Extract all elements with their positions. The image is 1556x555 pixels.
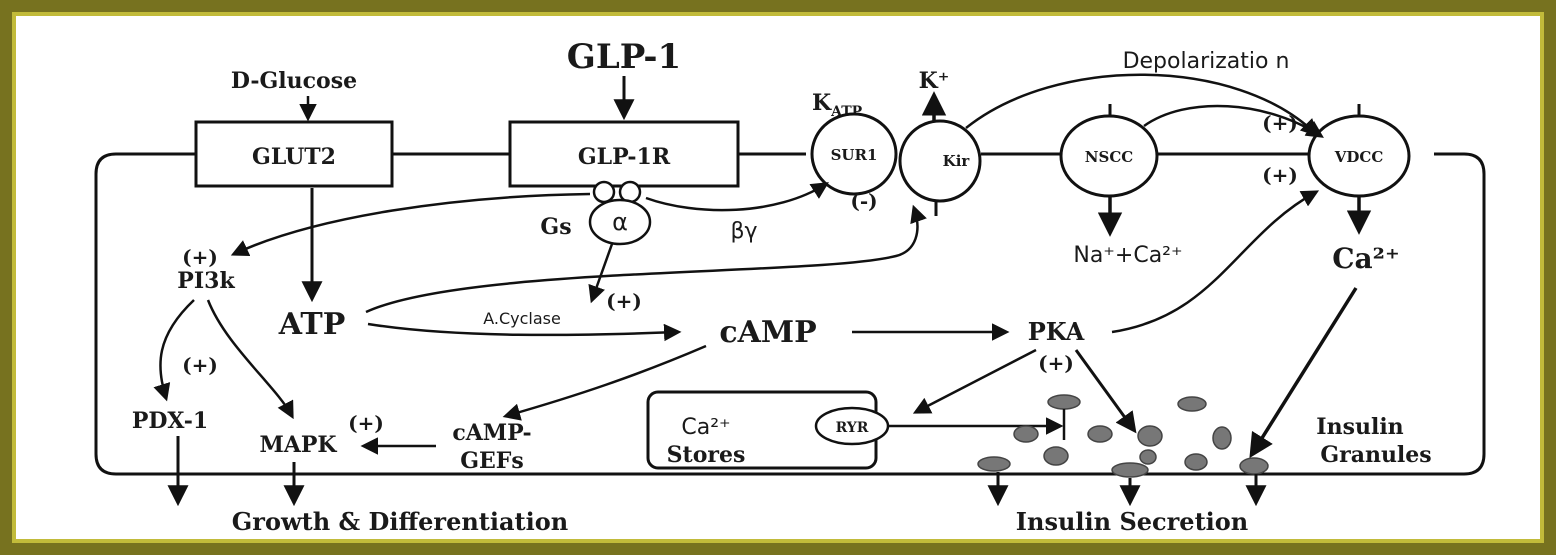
sur1-minus-sign: (-) — [850, 189, 877, 213]
pdx1-plus-sign: (+) — [182, 353, 218, 377]
pdx1-label: PDX-1 — [132, 408, 208, 434]
mapk-label: MAPK — [259, 432, 337, 458]
cell-membrane — [94, 152, 1486, 476]
a-cyclase-plus-sign: (+) — [606, 289, 642, 313]
depolarization-label: Depolarizatio n — [1123, 49, 1290, 74]
alpha-label: α — [612, 208, 628, 236]
insulin-granules-label-1: Insulin — [1316, 414, 1403, 440]
na-ca-label: Na⁺+Ca²⁺ — [1073, 243, 1182, 268]
pi3k-plus-sign: (+) — [182, 245, 218, 269]
glp1r-label: GLP-1R — [578, 144, 671, 170]
nscc-label: NSCC — [1085, 148, 1133, 166]
camp-gefs-label-1: cAMP- — [452, 420, 531, 446]
pka-plus-sign: (+) — [1038, 351, 1074, 375]
gs-alpha-subunit — [588, 198, 652, 246]
glut2-box — [194, 120, 394, 188]
sur1-label: SUR1 — [831, 146, 878, 164]
vdcc-label: VDCC — [1334, 148, 1384, 166]
diagram-frame: GLUT2 GLP-1R GLP-1 D-Glucose Depolarizat… — [12, 12, 1544, 543]
atp-label: ATP — [278, 307, 346, 342]
pi3k-label: PI3k — [177, 268, 235, 294]
sur1-channel — [810, 112, 898, 196]
glut2-label: GLUT2 — [252, 144, 336, 170]
ca-stores-label-2: Stores — [667, 442, 746, 468]
glp1-label: GLP-1 — [567, 37, 681, 77]
pka-label: PKA — [1028, 317, 1085, 346]
ryr-label: RYR — [836, 420, 869, 436]
insulin-granules-label-2: Granules — [1320, 442, 1431, 468]
ca2-label: Ca²⁺ — [1332, 242, 1399, 275]
gs-label: Gs — [540, 214, 571, 240]
beta-gamma-label: βγ — [730, 219, 757, 244]
d-glucose-label: D-Glucose — [231, 68, 357, 94]
k-plus-label: K⁺ — [919, 68, 950, 94]
camp-gefs-label-2: GEFs — [460, 448, 524, 474]
insulin-secretion-label: Insulin Secretion — [1016, 507, 1248, 536]
mapk-plus-sign: (+) — [348, 411, 384, 435]
gs-bead-left — [592, 180, 616, 204]
ca-stores-label-1: Ca²⁺ — [681, 415, 730, 440]
a-cyclase-label: A.Cyclase — [483, 309, 561, 328]
kir-label: Kir — [943, 152, 971, 170]
kir-channel — [898, 119, 982, 203]
glp1-signaling-diagram: GLUT2 GLP-1R GLP-1 D-Glucose Depolarizat… — [94, 37, 1486, 536]
growth-label: Growth & Differentiation — [232, 507, 568, 536]
insulin-granules — [977, 394, 1269, 478]
camp-label: cAMP — [719, 315, 816, 350]
vdcc-plus-bottom: (+) — [1262, 163, 1298, 187]
